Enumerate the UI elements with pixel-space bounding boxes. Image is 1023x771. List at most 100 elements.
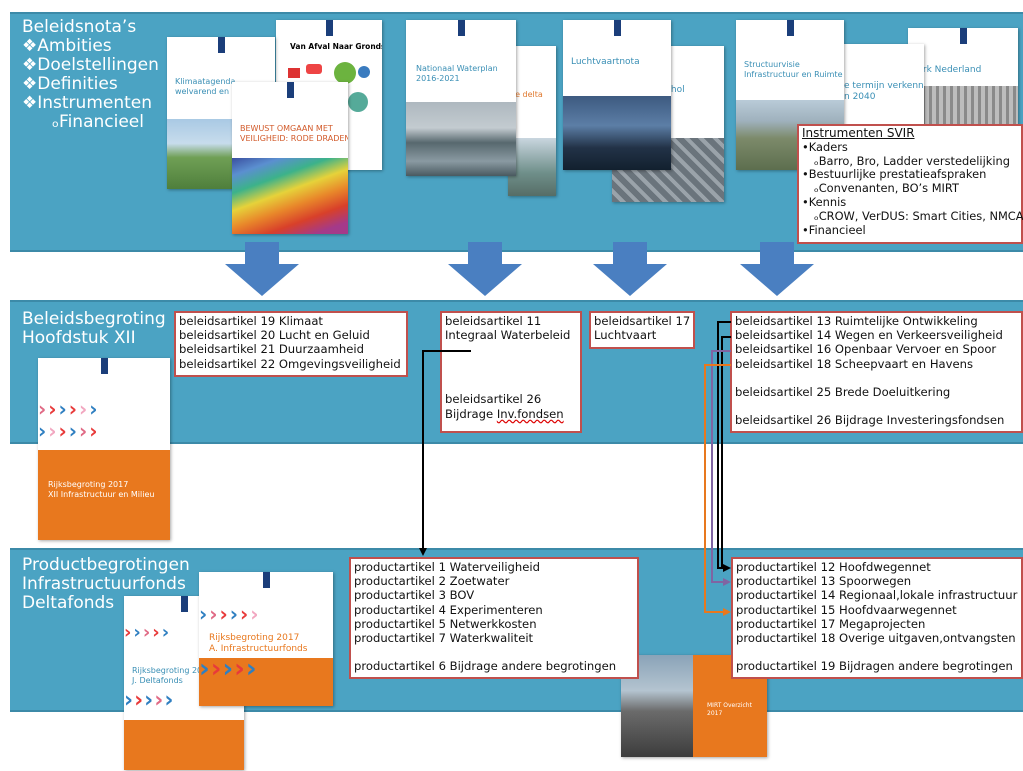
bullet-ambities: ❖Ambities [22,36,112,56]
text-part: Bijdrage [445,406,497,421]
productartikel-line: productartikel 13 Spoorwegen [736,574,912,589]
beleidsartikel-line: beleidsartikel 19 Klimaat [179,314,323,328]
doc-subtitle: welvarend en groen [175,87,255,96]
doc-luchtvaartnota: Luchtvaartnota [563,20,671,170]
crest-icon [181,596,188,612]
orange-cover [199,658,333,706]
doc-infrastructuurfonds: ›››››› Rijksbegroting 2017 A. Infrastruc… [199,572,333,706]
productartikel-line: productartikel 5 Netwerkkosten [354,616,537,631]
beleidsartikel-line: beleidsartikel 14 Wegen en Verkeersveili… [735,328,1003,343]
instrument-line: •Kaders [802,139,848,154]
crest-icon [787,20,794,36]
doc-title: de delta [510,90,543,99]
doc-bewust-omgaan: BEWUST OMGAAN MET VEILIGHEID: RODE DRADE… [232,82,348,234]
productartikel-line: productartikel 2 Zoetwater [354,574,510,589]
doc-subtitle: Infrastructuur en Ruimte [744,70,843,79]
down-arrow-icon [448,242,522,296]
orange-cover [38,450,170,540]
doc-nationaal-waterplan: Nationaal Waterplan 2016-2021 [406,20,516,176]
threads-photo [232,158,348,234]
bullet-instrumenten: ❖Instrumenten [22,93,153,113]
doc-title: Rijksbegroting 2017 [209,633,300,643]
productartikel-line: productartikel 7 Waterkwaliteit [354,631,534,646]
beleidsartikel-line: Luchtvaart [594,328,657,343]
doc-title: Structuurvisie [744,60,800,69]
down-arrow-icon [225,242,299,296]
instrument-line: •Financieel [802,222,866,237]
beleidsartikel-line: beleidsartikel 25 Brede Doeluitkering [735,384,951,399]
doc-subtitle: 2017 [707,710,723,717]
text-part: Inv.fondsen [496,406,564,421]
doc-de-delta: de delta [508,46,556,196]
productartikel-line: productartikel 15 Hoofdvaarwegennet [736,602,957,617]
doc-title: BEWUST OMGAAN MET [240,124,333,133]
doc-subtitle: XII Infrastructuur en Milieu [48,490,155,499]
instrumenten-title: Instrumenten SVIR [802,126,915,140]
doc-subtitle: J. Deltafonds [132,676,183,685]
beleidsartikel-box-water: beleidsartikel 11 Integraal Waterbeleid … [440,311,582,433]
instrument-line: ₒBarro, Bro, Ladder verstedelijking [814,153,1010,168]
doc-title: Nationaal Waterplan [416,64,498,73]
beleidsartikel-line: beleidsartikel 18 Scheepvaart en Havens [735,356,974,371]
beleidsartikel-line: Bijdrage Inv.fondsen [445,407,577,421]
crest-icon [960,28,967,44]
connector-water [419,350,471,556]
crest-icon [263,572,270,588]
band3-title-line: Deltafonds [22,593,115,613]
band2-title-line: Beleidsbegroting [22,309,166,329]
band3-title-line: Infrastructuurfonds [22,574,186,594]
bullet-doelstellingen: ❖Doelstellingen [22,55,159,75]
bullet-definities: ❖Definities [22,74,118,94]
chevron-pattern: ››››› [124,688,175,713]
down-arrow-icon [593,242,667,296]
band2-title-line: Hoofdstuk XII [22,328,136,348]
beleidsartikel-line: beleidsartikel 16 Openbaar Vervoer en Sp… [735,342,997,357]
terminal-photo [563,96,671,170]
doc-title: Klimaatagenda [175,77,236,86]
crest-icon [614,20,621,36]
doc-subtitle: n 2040 [844,92,876,102]
beleidsartikel-line: beleidsartikel 21 Duurzaamheid [179,342,364,357]
flood-photo [406,102,516,176]
instrument-line: ₒConvenanten, BO’s MIRT [814,181,959,196]
doc-title: werk Nederland [910,65,982,75]
aerial-photo [908,86,1018,128]
beleidsartikel-box-infra: beleidsartikel 13 Ruimtelijke Ontwikkeli… [730,311,1023,433]
productartikel-line: productartikel 3 BOV [354,588,475,603]
band1-title: Beleidsnota’s ❖Ambities ❖Doelstellingen … [22,18,159,132]
doc-title: Luchtvaartnota [571,57,640,67]
orange-cover [124,720,244,770]
beleidsartikel-box-klimaat: beleidsartikel 19 Klimaat beleidsartikel… [174,311,408,377]
beleidsartikel-line: beleidsartikel 26 [445,392,542,407]
productartikel-line: productartikel 18 Overige uitgaven,ontva… [736,631,1016,646]
doc-rijksbegroting-xii: ›››››› ›››››› Rijksbegroting 2017 XII In… [38,358,170,540]
beleidsartikel-line: beleidsartikel 11 [445,314,542,328]
doc-title: e termijn verkenning [844,81,924,91]
delta-photo [508,138,556,196]
band3-title: Productbegrotingen Infrastructuurfonds D… [22,556,190,613]
beleidsartikel-line: beleidsartikel 17 [594,314,691,328]
instrument-line: ₒCROW, VerDUS: Smart Cities, NMCA [814,208,1023,223]
chevron-pattern: ››››› [199,654,258,684]
productartikel-line: productartikel 19 Bijdragen andere begro… [736,659,1013,674]
connector-vaarwegen [704,364,731,616]
crest-icon [326,20,333,36]
doc-subtitle: VEILIGHEID: RODE DRADEN [240,134,348,143]
beleidsartikel-line: beleidsartikel 26 Bijdrage Investeringsf… [735,413,1005,428]
productartikel-line: productartikel 1 Waterveiligheid [354,560,540,574]
chevron-pattern: ›››››› [199,602,261,626]
instrument-line: •Kennis [802,194,847,209]
connector-wegen [717,321,731,572]
down-arrow-icon [740,242,814,296]
crest-icon [458,20,465,36]
doc-title: Rijksbegroting 2017 [48,480,129,489]
chevron-pattern: ››››› [124,622,172,643]
doc-nederland: werk Nederland [908,28,1018,128]
productartikel-line: productartikel 12 Hoofdwegennet [736,560,931,574]
chevron-pattern: ›››››› ›››››› [38,397,100,443]
doc-subtitle: A. Infrastructuurfonds [209,644,308,654]
productartikel-line: productartikel 6 Bijdrage andere begroti… [354,659,617,674]
beleidsartikel-line: beleidsartikel 20 Lucht en Geluid [179,328,370,343]
band3-title-line: Productbegrotingen [22,555,190,575]
